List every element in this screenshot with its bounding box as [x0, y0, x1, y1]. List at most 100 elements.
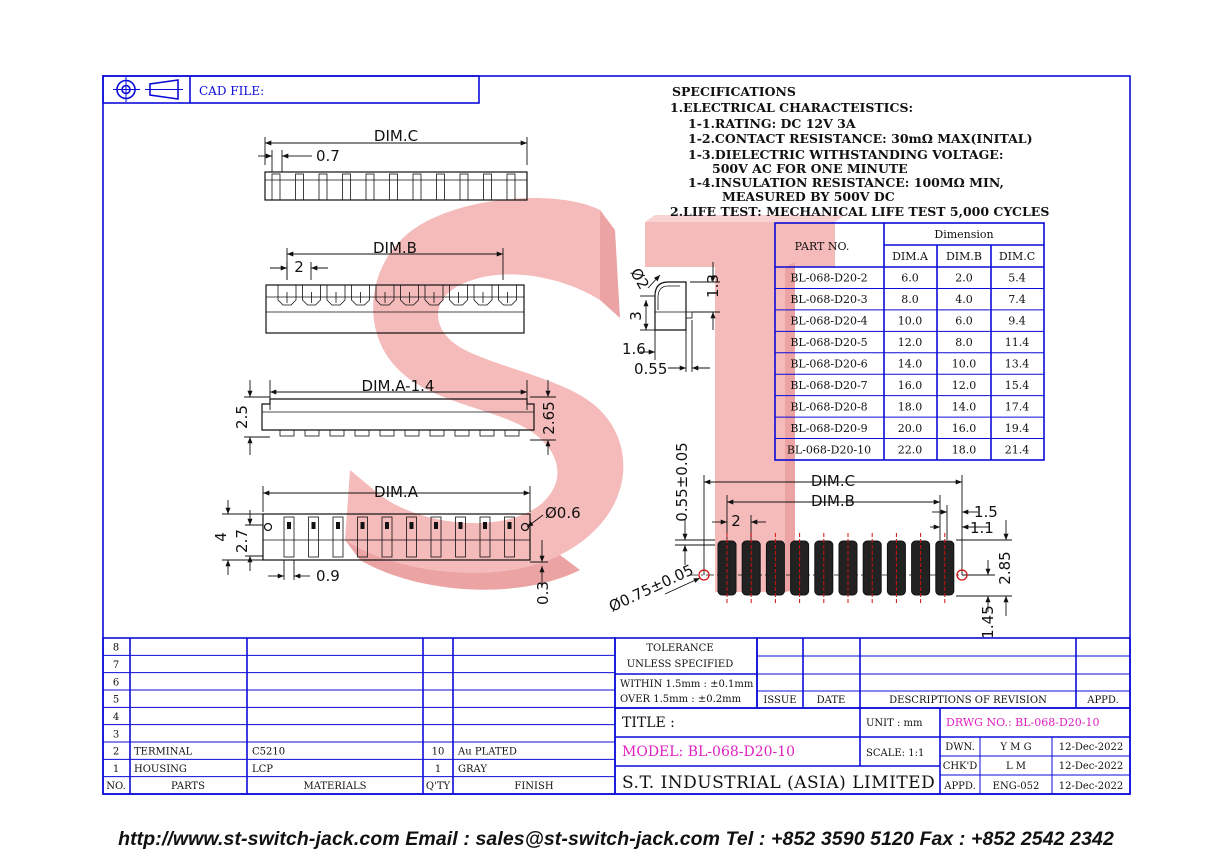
spec-line: 1-1.RATING: DC 12V 3A — [688, 116, 856, 131]
side-3-label: 3 — [627, 311, 645, 321]
dwn-label: DWN. — [945, 742, 975, 753]
pcb-pad — [838, 540, 858, 596]
tolerance-subtitle: UNLESS SPECIFIED — [627, 659, 734, 670]
pcb-pad — [790, 540, 810, 596]
spec-line: 1-3.DIELECTRIC WITHSTANDING VOLTAGE: — [688, 147, 1003, 162]
part-no-cell: BL-068-D20-2 — [790, 272, 867, 285]
bom-header-qty: Q'TY — [426, 781, 451, 792]
dim-c-cell: 15.4 — [1005, 379, 1030, 392]
bom-header-no: NO. — [106, 781, 126, 792]
housing-rib — [412, 173, 422, 201]
side-0-55-label: 0.55 — [634, 360, 667, 378]
terminal-slot — [504, 516, 515, 558]
spec-line: 2.LIFE TEST: MECHANICAL LIFE TEST 5,000 … — [670, 204, 1049, 219]
terminal-slot — [479, 516, 491, 558]
pcb-0-55-label: 0.55±0.05 — [673, 442, 691, 521]
pcb-pad — [886, 540, 906, 596]
part-no-cell: BL-068-D20-7 — [790, 379, 867, 392]
bom-parts-cell: TERMINAL — [134, 747, 193, 758]
tolerance-block: TOLERANCE UNLESS SPECIFIED WITHIN 1.5mm … — [614, 637, 758, 709]
terminal-slot — [430, 516, 442, 558]
terminal-slot — [308, 516, 319, 558]
dim-a-minus-label: DIM.A-1.4 — [362, 377, 435, 395]
bom-finish-cell: GRAY — [458, 764, 487, 775]
appd-date: 12-Dec-2022 — [1059, 781, 1123, 792]
bom-no-cell: 1 — [113, 764, 119, 775]
tolerance-within: WITHIN 1.5mm : ±0.1mm — [620, 679, 754, 690]
company-name: S.T. INDUSTRIAL (ASIA) LIMITED — [622, 773, 935, 793]
rev-date-header: DATE — [817, 695, 846, 706]
bom-no-cell: 3 — [113, 729, 119, 740]
contact-footer: http://www.st-switch-jack.com Email : sa… — [118, 828, 1114, 850]
bom-no-cell: 2 — [113, 747, 119, 758]
dim-b-cell: 10.0 — [952, 358, 977, 371]
terminal-hole — [507, 522, 512, 529]
contact-slot — [424, 285, 444, 306]
dim-c-label: DIM.C — [374, 127, 418, 145]
terminal-hole — [434, 522, 438, 529]
dim-4-label: 4 — [212, 532, 230, 542]
dim-0-6-label: Ø0.6 — [545, 504, 581, 522]
part-no-cell: BL-068-D20-9 — [790, 422, 867, 435]
terminal-tail — [454, 429, 470, 437]
part-no-cell: BL-068-D20-6 — [790, 358, 867, 371]
dim-a-cell: 14.0 — [898, 358, 923, 371]
part-no-cell: BL-068-D20-3 — [790, 293, 867, 306]
rev-desc-header: DESCRIPTIONS OF REVISION — [889, 695, 1047, 706]
housing-rib — [271, 173, 281, 201]
bom-materials-cell: LCP — [252, 764, 273, 775]
dim-col-header: DIM.A — [892, 250, 929, 263]
pcb-pad — [911, 540, 931, 596]
pcb-pad — [717, 540, 737, 596]
bom-qty-cell: 1 — [435, 764, 441, 775]
drawing-number: DRWG NO.: BL-068-D20-10 — [946, 716, 1100, 729]
terminal-slot — [283, 516, 295, 558]
contact-slot — [400, 285, 419, 306]
bom-no-cell: 6 — [113, 677, 119, 688]
pcb-2-85-label: 2.85 — [996, 551, 1014, 584]
chkd-name: L M — [1006, 761, 1026, 772]
housing-rib — [389, 173, 398, 201]
dim-c-cell: 9.4 — [1008, 315, 1026, 328]
chkd-label: CHK'D — [943, 761, 978, 772]
top-view-dimc: DIM.C 0.7 — [258, 127, 528, 201]
dim-b-label: DIM.B — [373, 239, 417, 257]
side-1-6-label: 1.6 — [622, 340, 646, 358]
dim-a-cell: 10.0 — [898, 315, 923, 328]
pcb-0-75-label: Ø0.75±0.05 — [606, 561, 696, 616]
dim-c-cell: 19.4 — [1005, 422, 1030, 435]
housing-rib — [506, 173, 516, 201]
bom-parts-cell: HOUSING — [134, 764, 187, 775]
terminal-tail — [504, 429, 520, 437]
part-no-cell: BL-068-D20-8 — [790, 400, 867, 413]
revision-table: ISSUE DATE DESCRIPTIONS OF REVISION APPD… — [756, 637, 1131, 709]
dim-0-9-label: 0.9 — [316, 567, 340, 585]
bottom-view-dima: DIM.A 4 2.7 0.9 Ø0.6 0.3 — [212, 483, 581, 605]
dim-a-cell: 6.0 — [901, 272, 919, 285]
bom-no-cell: 4 — [113, 712, 119, 723]
pcb-dim-c-label: DIM.C — [811, 472, 855, 490]
bom-materials-cell: C5210 — [252, 747, 285, 758]
part-no-cell: BL-068-D20-5 — [790, 336, 867, 349]
terminal-slot — [332, 516, 344, 558]
contact-slot — [302, 285, 321, 306]
dim-col-header: DIM.B — [946, 250, 982, 263]
contact-slot — [498, 285, 517, 306]
spec-line: MEASURED BY 500V DC — [722, 189, 895, 204]
dim-0-3-label: 0.3 — [534, 581, 552, 605]
pcb-dim-b-label: DIM.B — [811, 492, 855, 510]
housing-rib — [295, 173, 304, 201]
dwn-date: 12-Dec-2022 — [1059, 742, 1123, 753]
terminal-hole — [458, 522, 463, 529]
side-1-3-label: 1.3 — [704, 274, 722, 298]
pcb-pad — [862, 540, 882, 596]
housing-rib — [483, 173, 492, 201]
side-d2-label: Ø2 — [627, 265, 653, 292]
appd-label: APPD. — [943, 781, 976, 792]
contact-slot — [473, 285, 493, 306]
pcb-1-1-label: 1.1 — [970, 519, 994, 537]
contact-slot — [375, 285, 395, 306]
side-profile-view: Ø2 1.3 3 1.6 0.55 — [622, 262, 722, 378]
dim-b-cell: 2.0 — [955, 272, 973, 285]
